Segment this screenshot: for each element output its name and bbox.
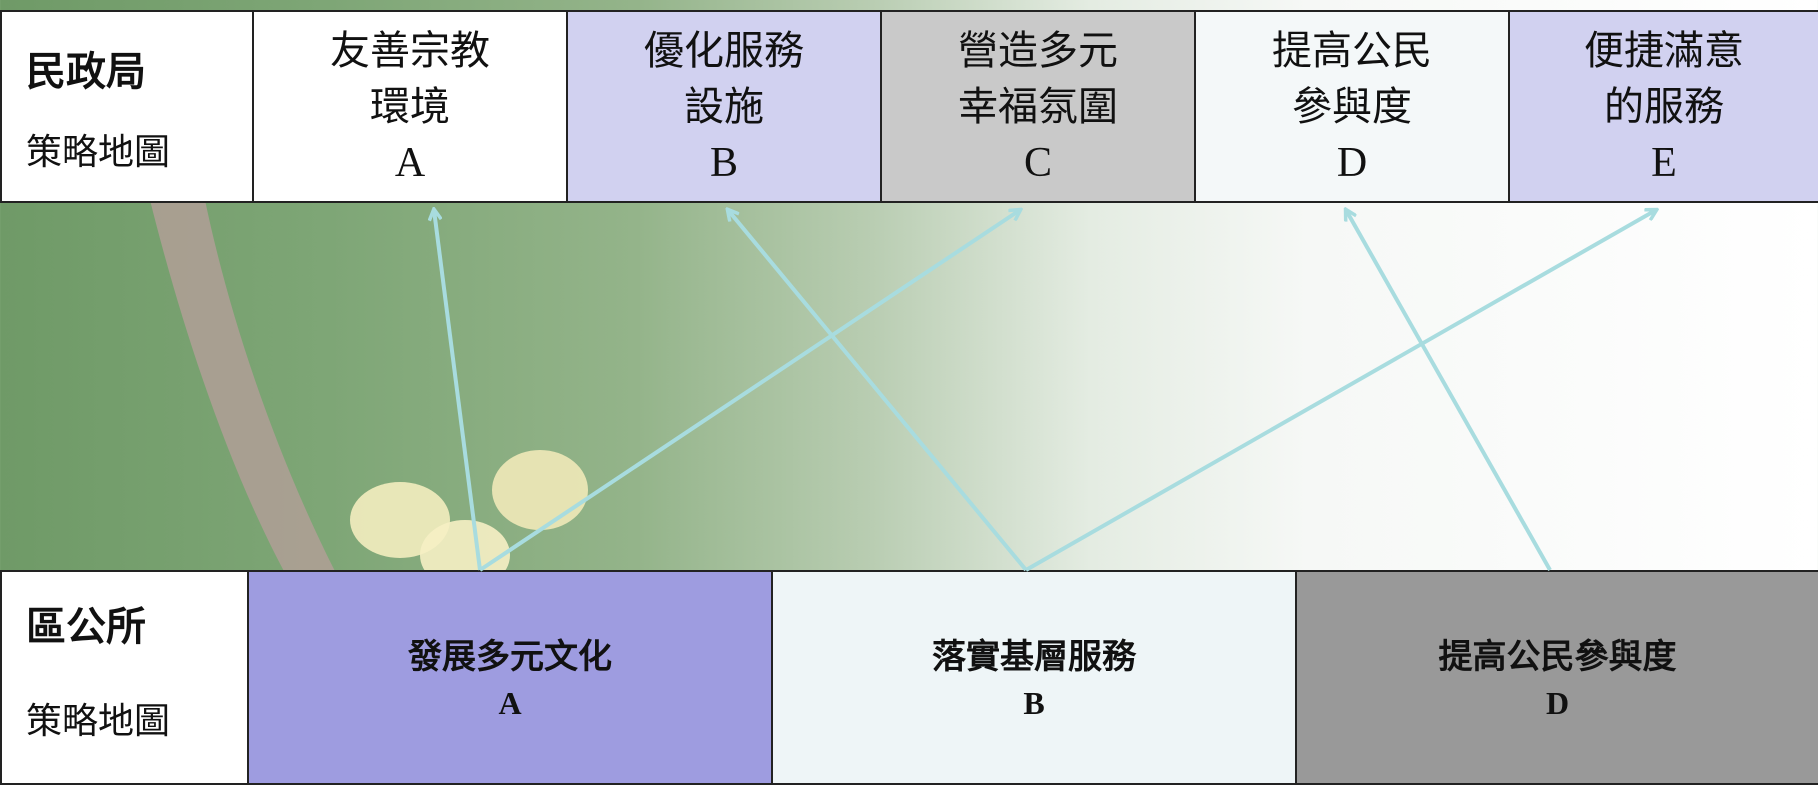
district-goal-a: 發展多元文化 A bbox=[247, 570, 773, 785]
branch-decoration bbox=[150, 200, 350, 600]
bureau-label: 民政局 策略地圖 bbox=[0, 10, 254, 203]
district-strategy-row: 區公所 策略地圖 發展多元文化 A 落實基層服務 B 提高公民參與度 D bbox=[0, 570, 1818, 785]
bureau-goal-c: 營造多元 幸福氛圍 C bbox=[880, 10, 1196, 203]
bureau-strategy-row: 民政局 策略地圖 友善宗教 環境 A 優化服務 設施 B 營造多元 幸福氛圍 C… bbox=[0, 10, 1818, 203]
bureau-goal-e: 便捷滿意 的服務 E bbox=[1508, 10, 1818, 203]
district-title: 區公所 bbox=[26, 604, 146, 650]
bureau-goal-b: 優化服務 設施 B bbox=[566, 10, 882, 203]
district-goal-b: 落實基層服務 B bbox=[771, 570, 1297, 785]
bureau-goal-a: 友善宗教 環境 A bbox=[252, 10, 568, 203]
flower-petal bbox=[492, 450, 588, 530]
bureau-title: 民政局 bbox=[26, 48, 146, 95]
district-label: 區公所 策略地圖 bbox=[0, 570, 249, 785]
bureau-subtitle: 策略地圖 bbox=[26, 131, 171, 173]
district-subtitle: 策略地圖 bbox=[26, 701, 171, 742]
bureau-goal-d: 提高公民 參與度 D bbox=[1194, 10, 1510, 203]
district-goal-d: 提高公民參與度 D bbox=[1295, 570, 1818, 785]
